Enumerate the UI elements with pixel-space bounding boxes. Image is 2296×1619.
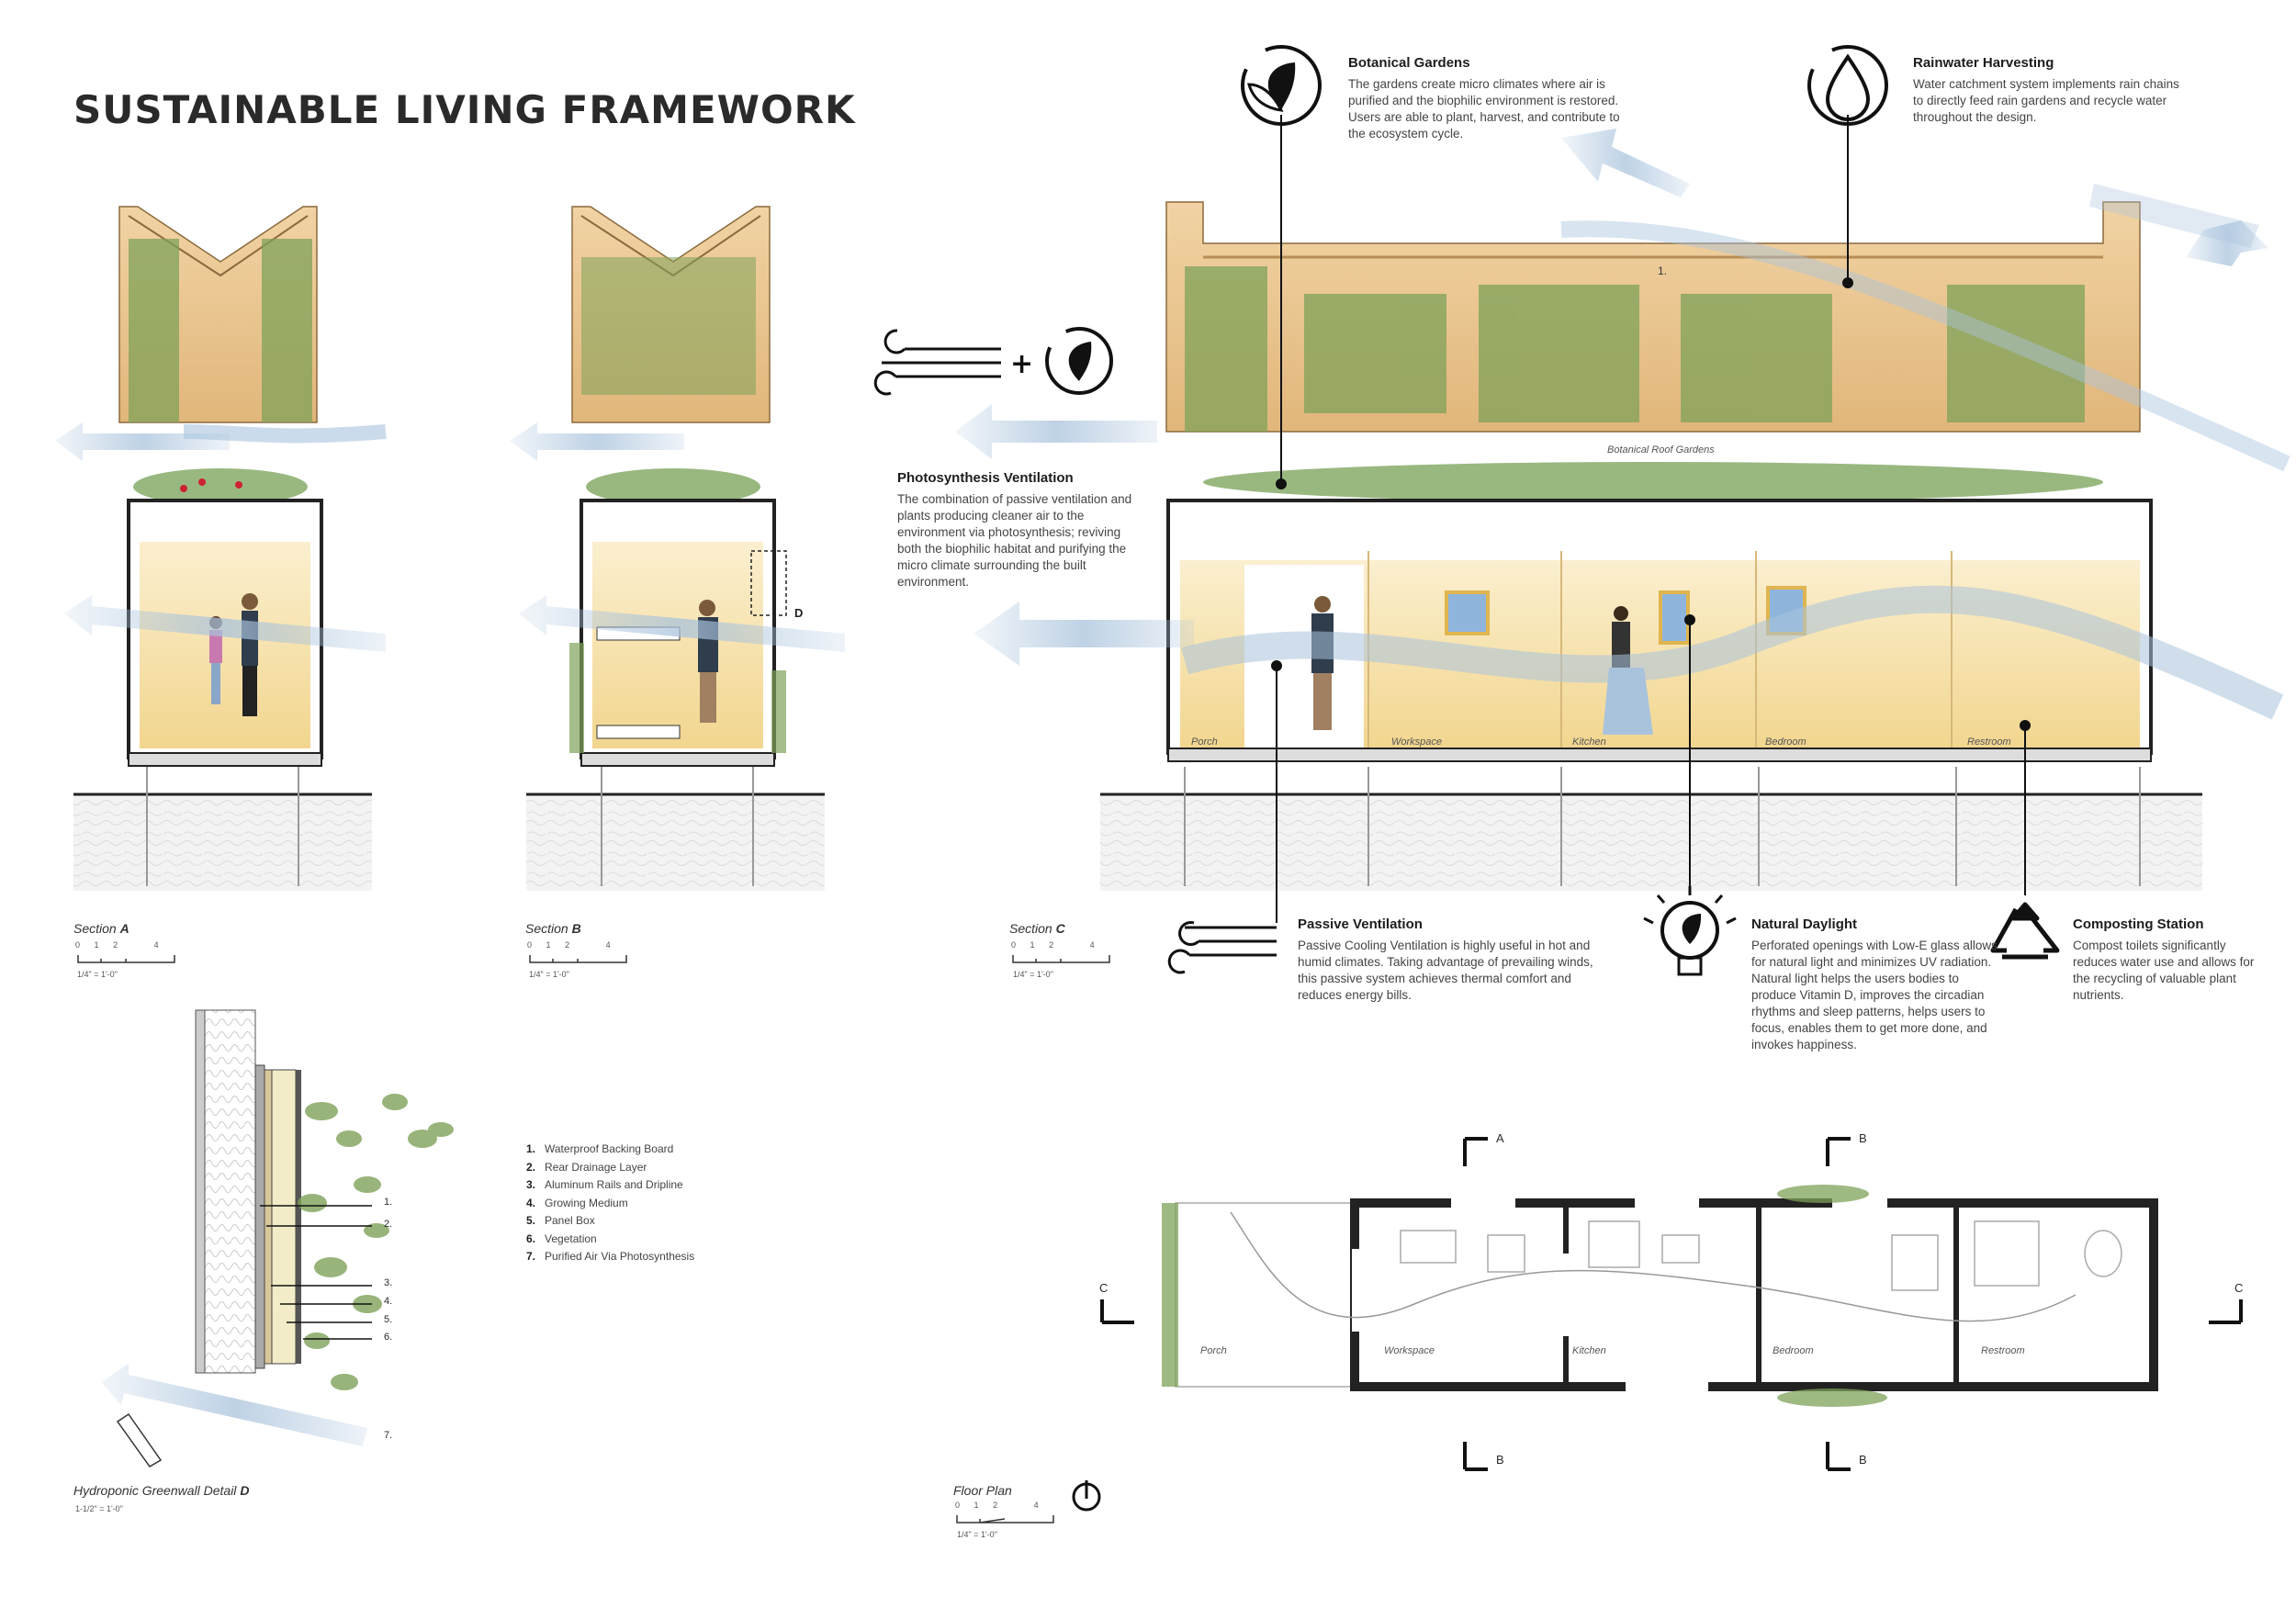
composting-station-callout: Composting Station Compost toilets signi…: [2073, 916, 2266, 1004]
section-c-room-bedroom: Bedroom: [1765, 736, 1806, 748]
section-c-room-kitchen: Kitchen: [1572, 736, 1606, 748]
legend-item: 6.Vegetation: [526, 1231, 597, 1245]
plan-room-kitchen: Kitchen: [1572, 1345, 1606, 1356]
detail-callout-6: 6.: [384, 1332, 393, 1343]
botanical-garden-icon: [1241, 45, 1322, 126]
section-b-ticks: 0 1 2 4: [527, 940, 611, 950]
section-c-scale: 1/4" = 1'-0": [1013, 970, 1053, 979]
rainwater-harvesting-body: Water catchment system implements rain c…: [1913, 77, 2179, 124]
detail-callout-5: 5.: [384, 1314, 393, 1325]
detail-d-marker: D: [794, 606, 804, 620]
plan-room-restroom: Restroom: [1981, 1345, 2025, 1356]
section-b-detail-box: [750, 550, 787, 616]
composting-station-title: Composting Station: [2073, 916, 2204, 932]
natural-daylight-body: Perforated openings with Low-E glass all…: [1751, 939, 1998, 1051]
recycle-icon: [1990, 902, 2060, 960]
detail-callout-3: 3.: [384, 1277, 393, 1288]
section-b-drawing: [510, 206, 845, 891]
greenwall-detail-label: Hydroponic Greenwall Detail D: [73, 1483, 250, 1498]
photosynthesis-ventilation-callout: Photosynthesis Ventilation The combinati…: [897, 470, 1141, 590]
plan-cut-c-label-right: C: [2234, 1281, 2244, 1295]
legend-item: 7.Purified Air Via Photosynthesis: [526, 1250, 695, 1263]
section-a-greenwall-left: [129, 239, 179, 422]
greenwall-detail-drawing: [101, 1009, 454, 1467]
section-b-label: Section B: [525, 921, 581, 936]
plan-cut-a-label: A: [1496, 1131, 1504, 1145]
wind-plus-plant-icon: +: [873, 327, 1113, 396]
floor-plan-scale: 1/4" = 1'-0": [957, 1530, 997, 1539]
north-arrow-icon: [1072, 1480, 1101, 1512]
floor-plan-drawing: [1100, 1137, 2243, 1471]
section-b-person: [698, 600, 718, 723]
botanical-gardens-callout: Botanical Gardens The gardens create mic…: [1348, 55, 1628, 142]
section-a-greenwall-right: [262, 239, 312, 422]
plan-cut-c-label-left: C: [1099, 1281, 1109, 1295]
section-c-label: Section C: [1009, 921, 1065, 936]
section-c-room-workspace: Workspace: [1391, 736, 1443, 748]
photosynthesis-ventilation-title: Photosynthesis Ventilation: [897, 470, 1074, 486]
floor-plan-cut-markers: [1100, 1137, 2243, 1471]
roof-marker-label: 1.: [1658, 264, 1668, 277]
legend-item: 2.Rear Drainage Layer: [526, 1160, 647, 1174]
plan-room-porch: Porch: [1200, 1345, 1227, 1356]
greenwall-detail-scale: 1-1/2" = 1'-0": [75, 1504, 123, 1513]
passive-ventilation-wind-icon: [1167, 921, 1277, 974]
scale-bars: [77, 955, 1110, 1523]
passive-ventilation-callout: Passive Ventilation Passive Cooling Vent…: [1298, 916, 1601, 1004]
botanical-gardens-body: The gardens create micro climates where …: [1348, 77, 1620, 141]
legend-item: 5.Panel Box: [526, 1214, 595, 1227]
section-a-ground: [73, 794, 372, 891]
rainwater-harvesting-title: Rainwater Harvesting: [1913, 55, 2054, 71]
natural-daylight-title: Natural Daylight: [1751, 916, 1858, 932]
lightbulb-icon: [1643, 886, 1737, 976]
section-c-ticks: 0 1 2 4: [1011, 940, 1095, 950]
plan-room-bedroom: Bedroom: [1773, 1345, 1814, 1356]
detail-callout-4: 4.: [384, 1296, 393, 1307]
section-c-drawing: [955, 115, 2290, 923]
rainwater-harvesting-callout: Rainwater Harvesting Water catchment sys…: [1913, 55, 2189, 126]
plan-cut-b-label-top: B: [1859, 1131, 1867, 1145]
floor-plan-ticks: 0 1 2 4: [955, 1501, 1039, 1510]
detail-callout-2: 2.: [384, 1219, 393, 1230]
section-a-drawing: [55, 206, 387, 891]
passive-ventilation-title: Passive Ventilation: [1298, 916, 1423, 932]
section-c-leader-lines: [1271, 115, 2031, 923]
composting-station-body: Compost toilets significantly reduces wa…: [2073, 939, 2255, 1002]
legend-item: 4.Growing Medium: [526, 1196, 628, 1209]
svg-text:+: +: [1010, 348, 1033, 380]
natural-daylight-callout: Natural Daylight Perforated openings wit…: [1751, 916, 1998, 1053]
section-b-scale: 1/4" = 1'-0": [529, 970, 569, 979]
detail-callout-7: 7.: [384, 1430, 393, 1441]
roof-gardens-label: Botanical Roof Gardens: [1607, 444, 1715, 455]
floor-plan-label: Floor Plan: [953, 1483, 1012, 1498]
section-c-hanging-gardens: [1185, 266, 2085, 432]
rainwater-icon: [1807, 45, 1888, 126]
section-a-ticks: 0 1 2 4: [75, 940, 159, 950]
section-a-label: Section A: [73, 921, 129, 936]
plan-room-workspace: Workspace: [1384, 1345, 1435, 1356]
plan-cut-b-label-bottom-left: B: [1496, 1453, 1504, 1467]
legend-item: 1.Waterproof Backing Board: [526, 1142, 674, 1155]
greenwall-legend: 1.Waterproof Backing Board 2.Rear Draina…: [526, 1141, 802, 1266]
legend-item: 3.Aluminum Rails and Dripline: [526, 1178, 683, 1191]
section-c-room-restroom: Restroom: [1967, 736, 2011, 748]
section-a-scale: 1/4" = 1'-0": [77, 970, 118, 979]
passive-ventilation-body: Passive Cooling Ventilation is highly us…: [1298, 939, 1593, 1002]
section-c-room-porch: Porch: [1191, 736, 1218, 748]
page-title: SUSTAINABLE LIVING FRAMEWORK: [73, 87, 856, 132]
photosynthesis-ventilation-body: The combination of passive ventilation a…: [897, 492, 1132, 589]
plan-cut-b-label-bottom: B: [1859, 1453, 1867, 1467]
detail-callout-1: 1.: [384, 1197, 393, 1208]
section-c-people: [1311, 596, 1653, 735]
botanical-gardens-title: Botanical Gardens: [1348, 55, 1470, 71]
